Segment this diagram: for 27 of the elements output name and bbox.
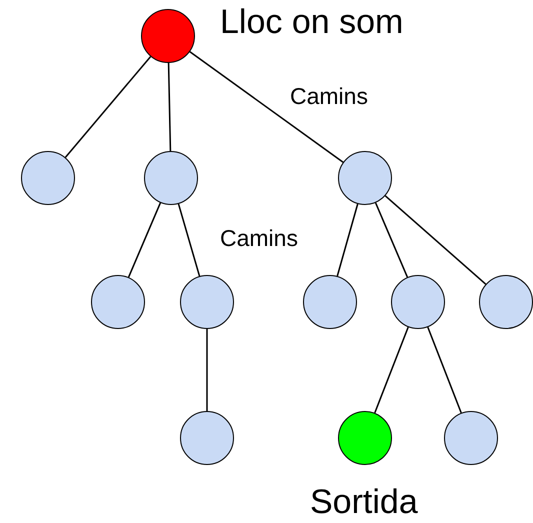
path-label: Camins xyxy=(220,226,298,252)
tree-node-circle xyxy=(479,275,533,329)
connector-line xyxy=(168,62,172,152)
tree-node-circle xyxy=(338,151,392,205)
tree-node-circle xyxy=(180,411,234,465)
connector-line xyxy=(189,51,344,163)
connector-line xyxy=(427,326,462,414)
tree-node-circle xyxy=(144,151,198,205)
connector-line xyxy=(374,326,409,414)
tree-node-circle xyxy=(444,411,498,465)
tree-node-circle xyxy=(338,411,392,465)
tree-node-circle xyxy=(141,9,195,63)
tree-node-circle xyxy=(21,151,75,205)
connector-line xyxy=(206,329,208,411)
tree-node-circle xyxy=(91,275,145,329)
tree-node-circle xyxy=(303,275,357,329)
tree-node-circle xyxy=(180,275,234,329)
connector-line xyxy=(128,202,162,278)
tree-node-circle xyxy=(391,275,445,329)
connector-line xyxy=(384,195,486,285)
node-caption: Lloc on som xyxy=(220,4,404,42)
connector-line xyxy=(374,202,408,278)
node-caption: Sortida xyxy=(310,484,418,522)
connector-line xyxy=(64,56,152,158)
connector-line xyxy=(178,204,200,276)
path-label: Camins xyxy=(290,84,368,110)
connector-line xyxy=(336,204,358,276)
